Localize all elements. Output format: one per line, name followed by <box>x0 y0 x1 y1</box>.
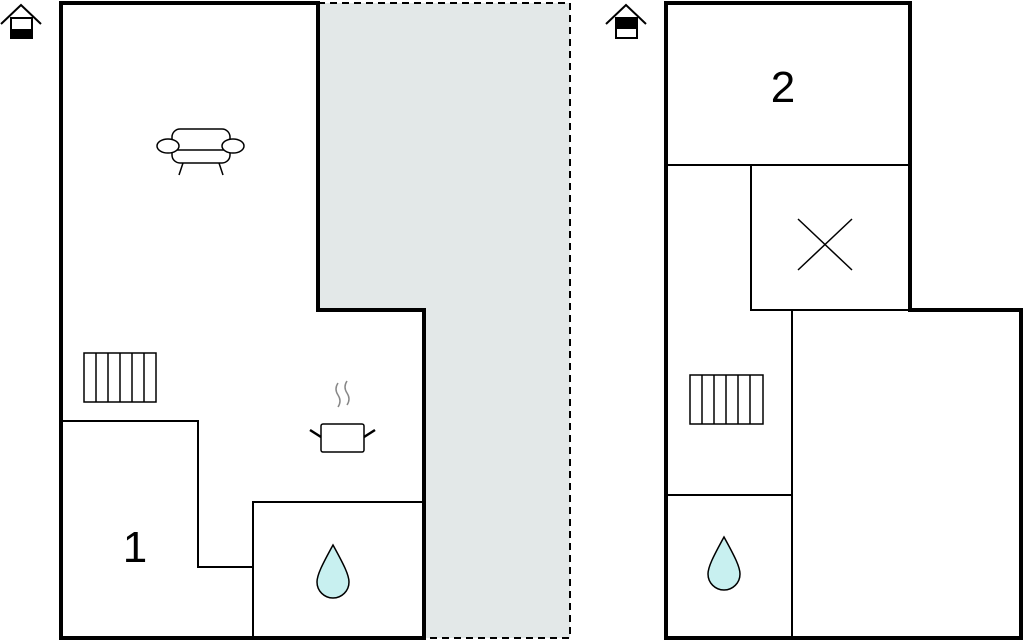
bathroom-wall <box>252 501 425 639</box>
cooking-pot-icon <box>309 380 376 453</box>
inner-wall <box>61 420 253 568</box>
ground-floor-plan: 1 <box>59 1 426 640</box>
room-label: 1 <box>123 523 147 572</box>
outer-wall <box>664 1 1023 640</box>
sofa-icon <box>156 128 245 176</box>
radiator-icon <box>83 352 157 403</box>
terrace-area <box>318 3 570 638</box>
radiator-icon <box>689 374 764 425</box>
floor-indicator-icon <box>0 3 42 39</box>
water-drop-icon <box>707 535 741 591</box>
terrace-dashed-border <box>318 2 571 639</box>
outer-wall <box>59 1 426 640</box>
water-drop-icon <box>316 543 350 599</box>
upper-floor-plan: 2 <box>664 1 1023 640</box>
void-x-icon <box>797 218 853 271</box>
floor-indicator-icon <box>605 3 647 39</box>
room-label: 2 <box>771 63 795 112</box>
